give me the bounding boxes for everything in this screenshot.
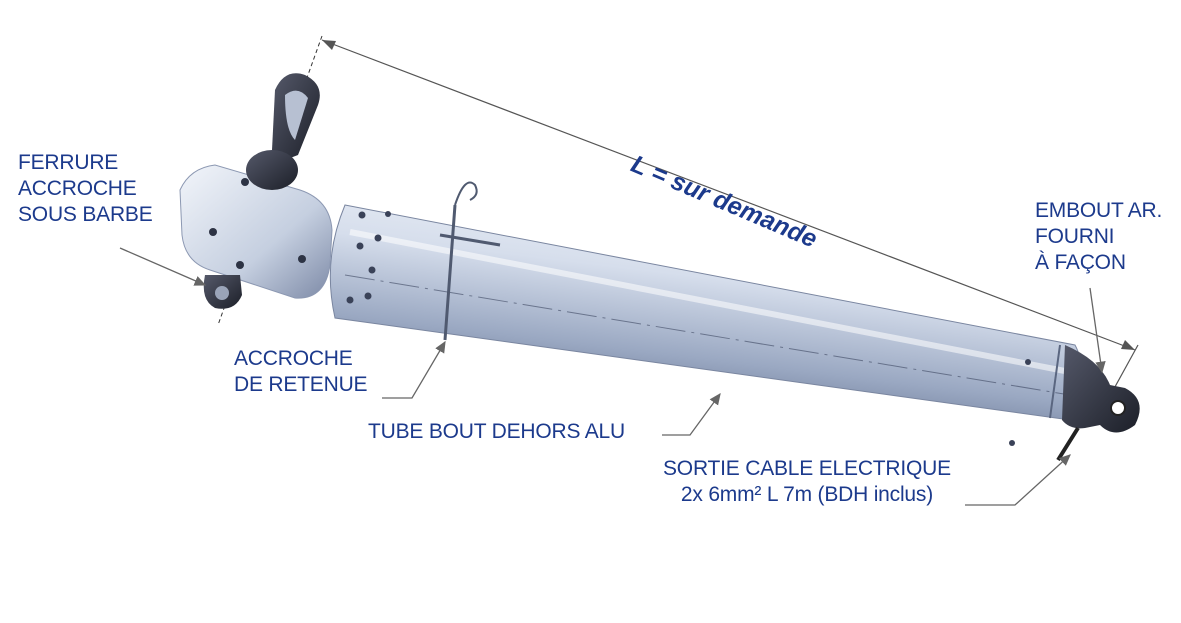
label-ferrure: FERRURE ACCROCHE SOUS BARBE [18, 150, 153, 228]
shackle-loop [285, 90, 308, 140]
label-embout-line: À FAÇON [1035, 251, 1126, 274]
leader-accroche [382, 340, 446, 399]
dimension-line [321, 39, 1136, 351]
label-ferrure-line: FERRURE [18, 151, 119, 174]
alu-tube [329, 204, 1082, 421]
lower-fitting-pin [215, 286, 229, 300]
label-sortie: SORTIE CABLE ELECTRIQUE 2x 6mm² L 7m (BD… [663, 456, 951, 508]
label-accroche-line: ACCROCHE [234, 347, 353, 370]
dimension-arrow-right [1121, 340, 1135, 350]
tube-ring [1049, 344, 1061, 419]
leader-embout [1089, 287, 1106, 374]
label-sortie-line: SORTIE CABLE ELECTRIQUE [663, 457, 951, 480]
leader-ferrure [119, 247, 207, 286]
label-sortie-line: 2x 6mm² L 7m (BDH inclus) [680, 483, 934, 506]
retaining-strap [439, 204, 501, 341]
head-screws [209, 178, 306, 269]
rivet-group [346, 211, 1031, 446]
label-accroche: ACCROCHE DE RETENUE [234, 346, 368, 398]
tube-highlight [349, 229, 1071, 375]
leader-sortie [965, 454, 1071, 506]
label-embout-line: EMBOUT AR. [1035, 199, 1163, 222]
label-tube-line: TUBE BOUT DEHORS ALU [368, 420, 626, 443]
electric-cable [1056, 426, 1080, 462]
label-embout-line: FOURNI [1035, 225, 1115, 248]
leader-tube [662, 392, 721, 436]
label-ferrure-line: SOUS BARBE [18, 203, 153, 226]
label-tube: TUBE BOUT DEHORS ALU [368, 419, 625, 445]
label-ferrure-line: ACCROCHE [18, 177, 137, 200]
head-fitting [179, 164, 333, 299]
end-fitting-eye [1110, 400, 1126, 416]
end-fitting [1062, 345, 1140, 433]
label-embout: EMBOUT AR. FOURNI À FAÇON [1035, 198, 1162, 276]
dimension-arrow-left [322, 40, 336, 50]
tube-seam [344, 274, 1071, 396]
retaining-hook [454, 181, 478, 206]
label-accroche-line: DE RETENUE [234, 373, 368, 396]
shackle-base [246, 150, 298, 190]
